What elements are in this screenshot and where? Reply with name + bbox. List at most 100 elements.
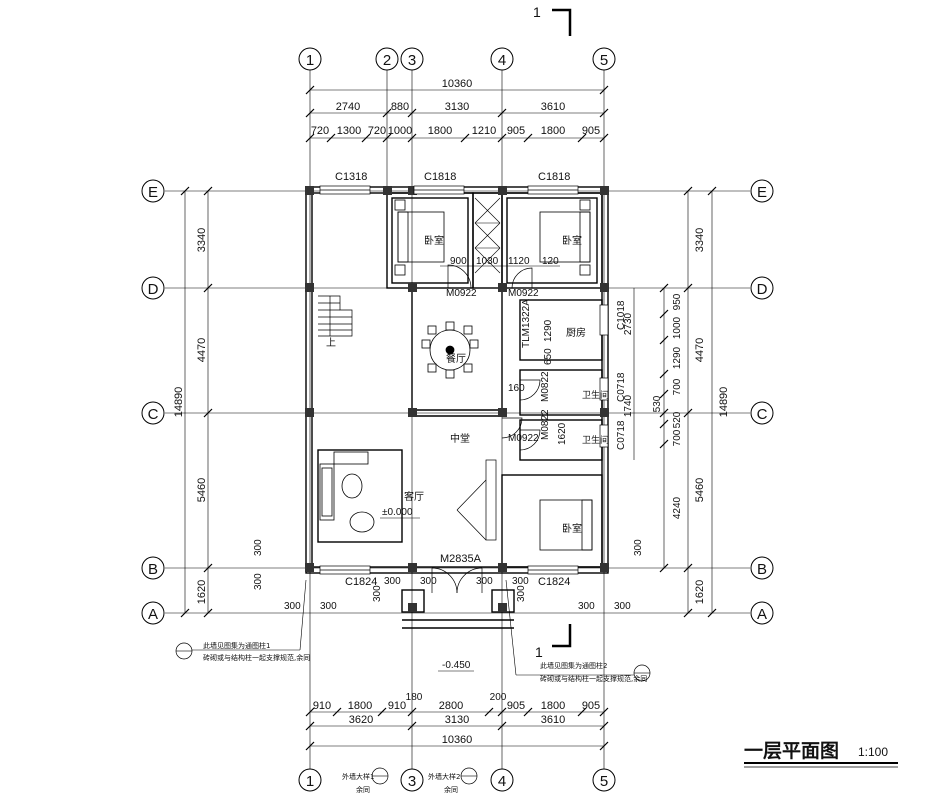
- svg-text:3: 3: [408, 773, 416, 790]
- svg-text:1000: 1000: [672, 316, 683, 339]
- drawing-title-main: 一层平面图: [744, 740, 839, 762]
- svg-text:-0.450: -0.450: [442, 660, 471, 671]
- svg-text:14890: 14890: [173, 387, 185, 418]
- room-dining: 餐厅: [446, 352, 466, 365]
- drawing-title: 一层平面图 1:100: [744, 740, 898, 768]
- room-labels: 卧室 卧室 卧室 餐厅 厨房 卫生间 卫生间 中堂 客厅: [404, 234, 609, 535]
- svg-text:此墙见图集为通图柱1: 此墙见图集为通图柱1: [203, 641, 270, 650]
- svg-text:700: 700: [672, 378, 683, 395]
- svg-text:3610: 3610: [541, 101, 565, 113]
- svg-text:5460: 5460: [196, 478, 208, 502]
- axis-bubbles-left: E D C B A: [141, 179, 165, 625]
- windows: [319, 185, 609, 575]
- svg-text:2740: 2740: [336, 101, 360, 113]
- svg-text:300: 300: [384, 576, 401, 587]
- hall-arrow: [456, 459, 497, 541]
- svg-text:B: B: [148, 561, 158, 578]
- svg-text:700: 700: [672, 429, 683, 446]
- svg-text:1030: 1030: [476, 256, 499, 267]
- svg-text:1: 1: [306, 52, 314, 69]
- dimension-text-bottom: 910 1800 910 2800 905 1800 905 180 200 3…: [313, 692, 600, 746]
- svg-text:905: 905: [507, 700, 525, 712]
- note-bottom: 外墙大样1 余同 外墙大样2 余同: [342, 767, 478, 794]
- interior-dimensions: 900 1030 1120 120 1290 650 1620 160: [440, 256, 568, 445]
- svg-text:1120: 1120: [508, 256, 530, 267]
- svg-text:D: D: [148, 281, 159, 298]
- svg-text:300: 300: [578, 601, 595, 612]
- room-hall: 中堂: [450, 432, 470, 445]
- svg-text:M0922: M0922: [508, 288, 539, 299]
- svg-text:900: 900: [450, 256, 467, 267]
- svg-text:C: C: [148, 406, 159, 423]
- svg-text:300: 300: [253, 573, 264, 590]
- svg-text:M0822: M0822: [540, 409, 551, 440]
- svg-text:砖砌或与结构柱一起支撑规范,余同: 砖砌或与结构柱一起支撑规范,余同: [203, 653, 310, 662]
- svg-text:±0.000: ±0.000: [382, 507, 413, 518]
- svg-text:1800: 1800: [541, 125, 565, 137]
- svg-text:1290: 1290: [672, 346, 683, 369]
- svg-text:砖砌或与结构柱一起支撑规范,余同: 砖砌或与结构柱一起支撑规范,余同: [540, 674, 647, 683]
- svg-text:C0718: C0718: [616, 372, 627, 402]
- room-bath-2: 卫生间: [582, 434, 609, 446]
- svg-text:530: 530: [652, 395, 663, 412]
- axis-bubbles-top: 1 2 3 4 5: [298, 47, 616, 71]
- wall-dimensions: 300 300 300 300 300 300 300 300 300 300 …: [253, 539, 644, 612]
- svg-text:1800: 1800: [348, 700, 372, 712]
- svg-text:650: 650: [543, 348, 554, 365]
- svg-text:余同: 余同: [356, 785, 370, 794]
- note-left: 此墙见图集为通图柱1 砖砌或与结构柱一起支撑规范,余同: [175, 579, 310, 662]
- dimensions-bottom: [305, 707, 609, 751]
- levels: ±0.000 -0.450: [380, 507, 474, 672]
- svg-text:C1818: C1818: [424, 171, 456, 183]
- svg-text:4470: 4470: [694, 338, 706, 362]
- svg-text:1620: 1620: [196, 580, 208, 604]
- svg-text:3130: 3130: [445, 714, 469, 726]
- svg-text:4470: 4470: [196, 338, 208, 362]
- room-bedroom-1: 卧室: [424, 234, 444, 247]
- svg-text:C: C: [757, 406, 768, 423]
- svg-text:外墙大样1: 外墙大样1: [342, 772, 374, 781]
- room-living: 客厅: [404, 490, 424, 503]
- svg-text:3: 3: [408, 52, 416, 69]
- bed-furniture: [394, 199, 593, 551]
- svg-text:A: A: [148, 606, 158, 623]
- svg-text:E: E: [757, 184, 767, 201]
- svg-text:300: 300: [633, 539, 644, 556]
- svg-text:TLM1322A: TLM1322A: [521, 299, 532, 348]
- svg-text:1620: 1620: [557, 422, 568, 445]
- svg-text:1800: 1800: [428, 125, 452, 137]
- section-mark-bottom: 1: [535, 624, 572, 660]
- svg-text:120: 120: [542, 256, 559, 267]
- svg-text:C1018: C1018: [616, 300, 627, 330]
- svg-text:880: 880: [391, 101, 409, 113]
- svg-text:5: 5: [600, 52, 608, 69]
- svg-text:M0922: M0922: [508, 433, 539, 444]
- svg-text:C1818: C1818: [538, 171, 570, 183]
- dimensions-left: [180, 186, 213, 618]
- svg-text:3610: 3610: [541, 714, 565, 726]
- svg-text:180: 180: [406, 692, 423, 703]
- section-mark-label: 1: [535, 644, 543, 660]
- svg-text:1300: 1300: [337, 125, 361, 137]
- axis-bubbles-right: E D C B A: [750, 179, 774, 625]
- svg-text:3340: 3340: [694, 228, 706, 252]
- svg-text:4: 4: [498, 52, 506, 69]
- svg-text:14890: 14890: [718, 387, 730, 418]
- svg-text:M0822: M0822: [540, 371, 551, 402]
- svg-text:C0718: C0718: [616, 420, 627, 450]
- svg-text:1000: 1000: [388, 125, 412, 137]
- svg-text:A: A: [757, 606, 767, 623]
- structural-columns: [305, 186, 609, 612]
- section-mark-label: 1: [533, 4, 541, 20]
- dimension-text-right: 14890 3340 4470 5460 1620 950 1000 1290 …: [623, 228, 730, 604]
- light-well: [474, 197, 501, 274]
- svg-text:3130: 3130: [445, 101, 469, 113]
- section-mark-top: 1: [533, 4, 572, 36]
- svg-text:1620: 1620: [694, 580, 706, 604]
- svg-text:905: 905: [582, 700, 600, 712]
- svg-text:C1824: C1824: [345, 576, 377, 588]
- stair-up-label: 上: [326, 337, 336, 349]
- svg-text:3340: 3340: [196, 228, 208, 252]
